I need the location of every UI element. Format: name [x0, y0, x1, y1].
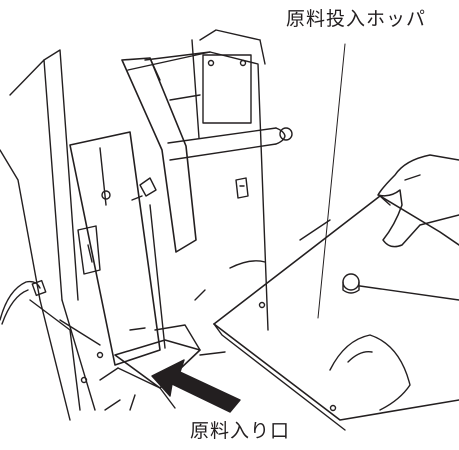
chute-plate: [69, 131, 166, 366]
knob-icon: [279, 127, 293, 141]
knob-icon: [101, 190, 111, 200]
hopper-label: 原料投入ホッパ: [286, 8, 427, 30]
inlet-arrow: [151, 359, 241, 413]
inlet-chute: [99, 324, 201, 409]
screw-icon: [329, 404, 337, 412]
lid-panel: [121, 57, 197, 253]
back-frame: [127, 29, 269, 331]
hand-illustration: [377, 154, 459, 248]
hopper-tray: [213, 195, 459, 431]
screw-icon: [80, 376, 88, 384]
screw-icon: [207, 59, 215, 67]
cap-icon: [342, 273, 360, 291]
screw-icon: [239, 59, 247, 67]
power-cable: [0, 279, 47, 325]
screw-icon: [96, 351, 104, 359]
hopper-leader-line: [317, 43, 346, 319]
screw-icon: [258, 301, 266, 309]
horizontal-bar: [139, 127, 293, 197]
base-stand: [29, 299, 136, 411]
hook-bracket: [235, 177, 249, 199]
left-frame: [0, 49, 96, 421]
inlet-label: 原料入り口: [190, 420, 291, 442]
floor-lines: [129, 289, 226, 356]
